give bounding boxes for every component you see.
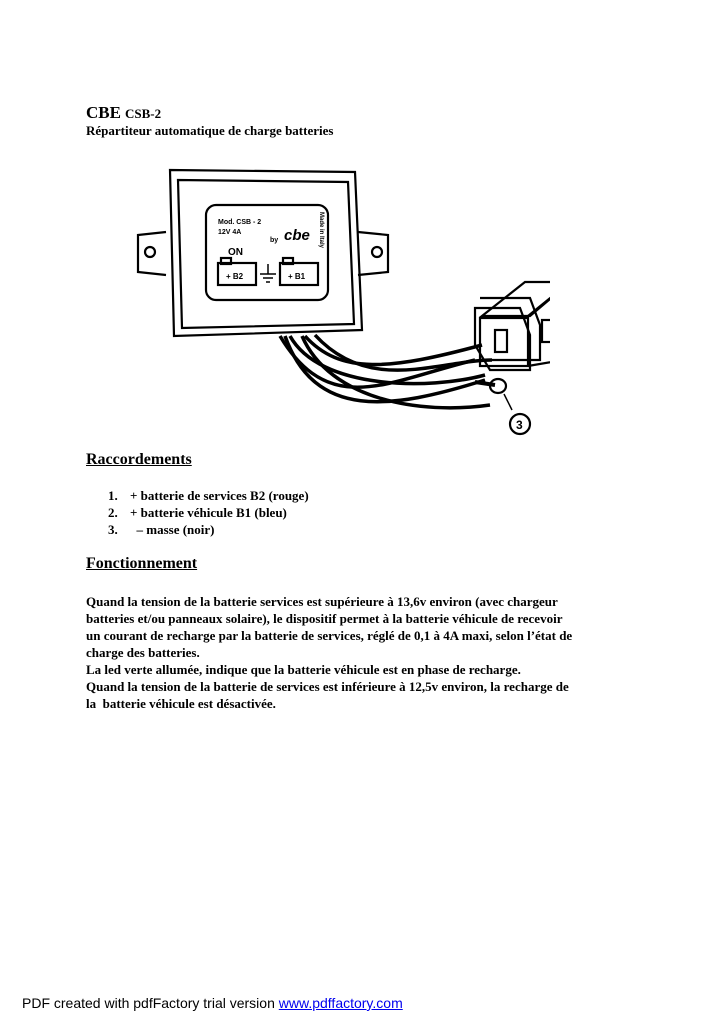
- raccordements-list: 1.+ batterie de services B2 (rouge) 2.+ …: [108, 487, 309, 538]
- paragraph-line: charge des batteries.: [86, 645, 200, 660]
- paragraph-line: Quand la tension de la batterie services…: [86, 594, 558, 609]
- label-on: ON: [228, 247, 243, 258]
- fonctionnement-heading: Fonctionnement: [86, 555, 198, 572]
- footer-text: PDF created with pdfFactory trial versio…: [22, 995, 279, 1011]
- list-item: 1.+ batterie de services B2 (rouge): [108, 488, 309, 503]
- model-name: CSB-2: [124, 106, 162, 121]
- fonctionnement-paragraph: Quand la tension de la batterie services…: [86, 593, 646, 712]
- list-item: 2.+ batterie véhicule B1 (bleu): [108, 505, 287, 520]
- paragraph-line: La led verte allumée, indique que la bat…: [86, 662, 521, 677]
- paragraph-line: la batterie véhicule est désactivée.: [86, 696, 276, 711]
- terminal-b2-label: + B2: [226, 272, 244, 281]
- callout-3: 3: [516, 418, 523, 432]
- label-by: by: [270, 237, 278, 244]
- pdffactory-link[interactable]: www.pdffactory.com: [278, 995, 403, 1011]
- terminal-b1-label: + B1: [288, 272, 306, 281]
- label-model: Mod. CSB - 2: [218, 219, 261, 226]
- list-item: 3. – masse (noir): [108, 522, 215, 537]
- label-spec: 12V 4A: [218, 229, 241, 236]
- brand-name: CBE: [86, 103, 121, 122]
- device-diagram: Mod. CSB - 2 12V 4A by cbe Made in Italy…: [136, 168, 550, 436]
- pdf-footer: PDF created with pdfFactory trial versio…: [22, 995, 403, 1011]
- label-made-in-italy: Made in Italy: [318, 212, 324, 249]
- paragraph-line: batteries et/ou panneaux solaire), le di…: [86, 611, 563, 626]
- paragraph-line: un courant de recharge par la batterie d…: [86, 628, 573, 643]
- cbe-logo: cbe: [284, 227, 310, 244]
- document-subtitle: Répartiteur automatique de charge batter…: [86, 123, 334, 138]
- paragraph-line: Quand la tension de la batterie de servi…: [86, 679, 569, 694]
- raccordements-heading: Raccordements: [86, 451, 192, 468]
